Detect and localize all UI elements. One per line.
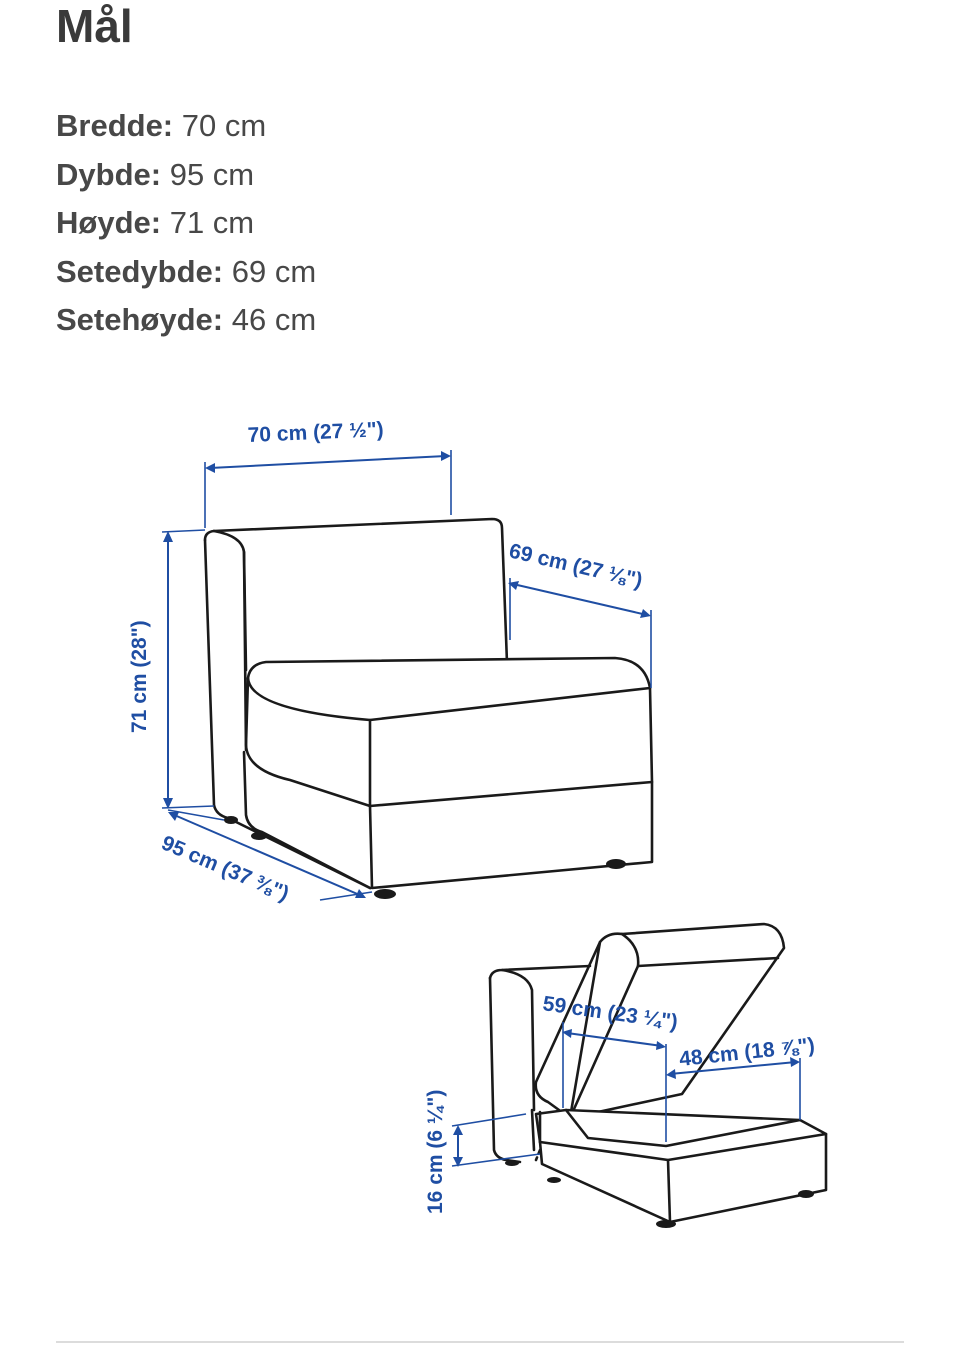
dimension-label: Bredde: [56, 108, 174, 143]
dimension-height: Høyde: 71 cm [56, 199, 316, 248]
dimension-label: Setedybde: [56, 253, 224, 289]
dimension-seat-height: Setehøyde: 46 cm [56, 296, 316, 345]
dimension-value: 95 cm [169, 156, 255, 192]
dimension-value: 71 cm [169, 205, 255, 241]
seat-depth-label: 69 cm (27 ⅛") [507, 539, 645, 592]
height-label: 71 cm (28") [128, 620, 151, 733]
dimension-width: Bredde: 70 cm [56, 102, 316, 151]
dimension-label: Dybde: [56, 156, 162, 192]
sofa-module-illustration [203, 517, 654, 899]
dimension-label: Setehøyde: [56, 302, 224, 338]
width-label: 70 cm (27 ½") [247, 418, 384, 447]
depth-dimension: 95 cm (37 ⅜") [158, 809, 373, 906]
storage-module-illustration [488, 922, 828, 1228]
height-dimension: 71 cm (28") [128, 529, 215, 809]
page-title: Mål [56, 0, 133, 52]
dimension-value: 70 cm [181, 108, 267, 143]
section-divider [56, 1341, 904, 1343]
dimension-depth: Dybde: 95 cm [56, 151, 316, 200]
dimension-value: 69 cm [231, 253, 317, 289]
dimension-value: 46 cm [231, 302, 317, 338]
storage-height-label: 16 cm (6 ¼") [424, 1090, 447, 1214]
dimensions-list: Bredde: 70 cm Dybde: 95 cm Høyde: 71 cm … [56, 102, 316, 345]
width-dimension: 70 cm (27 ½") [204, 418, 452, 528]
dimension-label: Høyde: [56, 205, 162, 241]
storage-height-dimension: 16 cm (6 ¼") [424, 1090, 541, 1214]
dimension-seat-depth: Setedybde: 69 cm [56, 248, 316, 297]
depth-label: 95 cm (37 ⅜") [158, 831, 292, 905]
